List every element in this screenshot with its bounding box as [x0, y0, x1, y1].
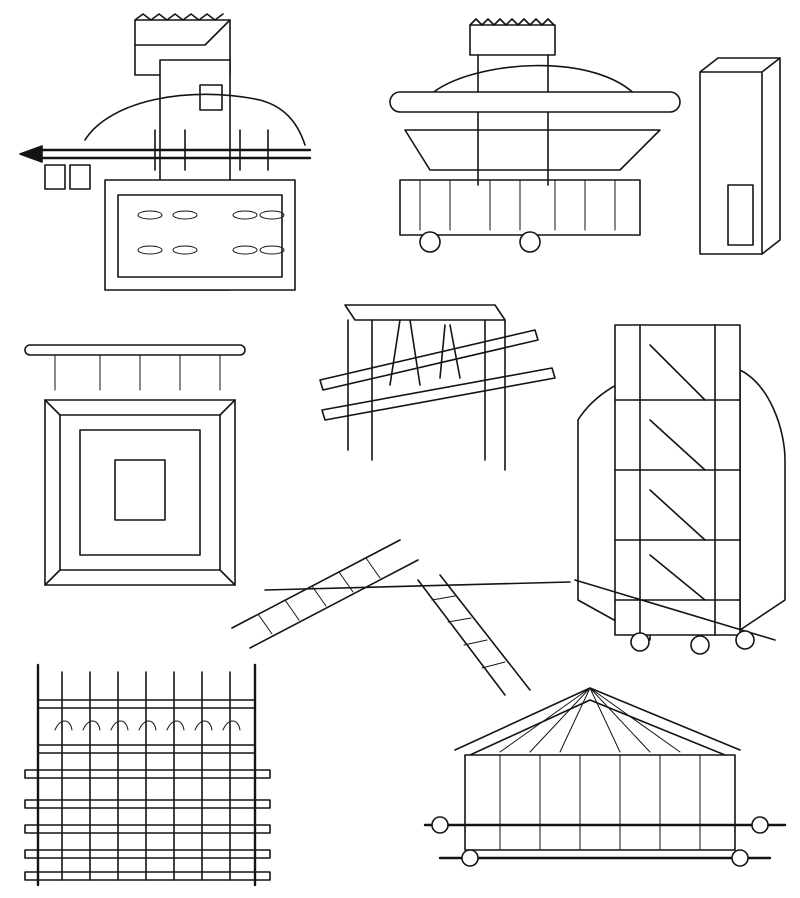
siege-tower-with-ladders — [574, 324, 786, 655]
battering-ram-tower — [19, 13, 312, 291]
palisade-frame — [24, 663, 271, 887]
scaling-ladders — [231, 539, 571, 696]
suspended-ram-frame — [319, 304, 556, 471]
brick-tower — [699, 57, 781, 255]
ram-plan-view — [24, 344, 246, 586]
ram-tortoise-cart — [389, 18, 681, 253]
pent-roof-shed — [423, 687, 787, 867]
